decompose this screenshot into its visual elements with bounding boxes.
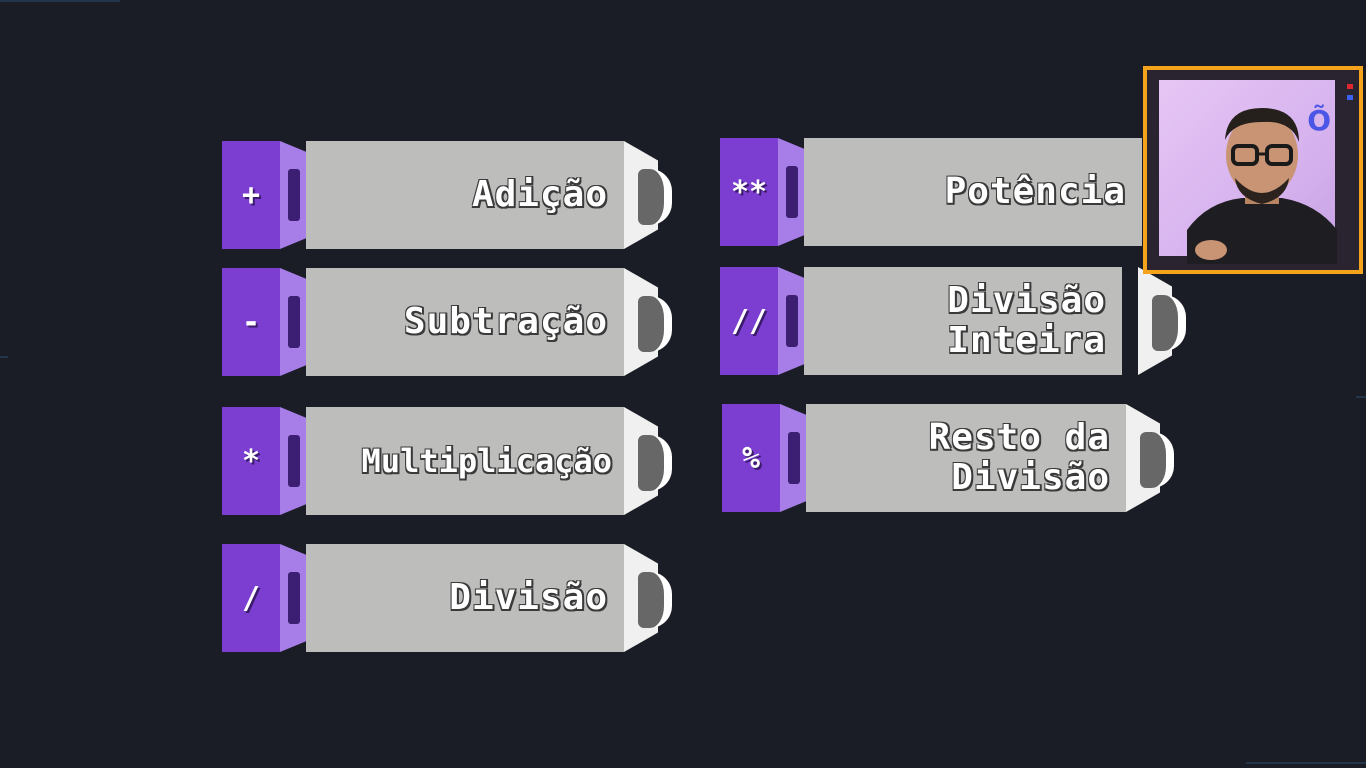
corner-decoration (0, 0, 120, 2)
corner-decoration (1246, 762, 1366, 764)
operator-neck (280, 407, 306, 515)
operator-symbol-box: - (222, 268, 280, 376)
operator-block-modulo: % Resto da Divisão (722, 404, 1180, 512)
operator-plug (1140, 432, 1174, 488)
corner-decoration (1356, 396, 1366, 398)
operator-symbol-box: * (222, 407, 280, 515)
webcam-background-text: Õ (1307, 104, 1331, 137)
operator-body: Multiplicação (306, 407, 624, 515)
operator-label: Adição (471, 174, 608, 215)
operator-plug (638, 572, 672, 628)
operator-symbol: / (241, 580, 261, 616)
corner-decoration (0, 356, 8, 358)
operator-symbol: % (741, 440, 761, 476)
operator-label: Divisão (449, 577, 608, 618)
operator-plug (1152, 295, 1186, 351)
operator-symbol-box: / (222, 544, 280, 652)
operator-neck (778, 267, 804, 375)
operator-label: Subtração (403, 301, 608, 342)
operator-symbol: + (241, 177, 261, 213)
operator-label: Potência (944, 171, 1126, 212)
operator-block-floor-division: // Divisão Inteira (720, 267, 1194, 375)
operator-plug (638, 169, 672, 225)
operator-symbol: - (241, 304, 261, 340)
operator-body: Subtração (306, 268, 624, 376)
operator-plug (638, 296, 672, 352)
operator-neck (280, 544, 306, 652)
operator-block-subtraction: - Subtração (222, 268, 678, 376)
operator-neck (778, 138, 804, 246)
operator-symbol-box: % (722, 404, 780, 512)
color-dots (1347, 84, 1353, 106)
operator-neck (280, 268, 306, 376)
webcam-overlay: Õ (1143, 66, 1363, 274)
presenter-image (1187, 108, 1337, 264)
operator-label: Resto da Divisão (928, 417, 1110, 498)
operator-plug (638, 435, 672, 491)
operator-label: Multiplicação (361, 442, 612, 480)
operator-label: Divisão Inteira (947, 280, 1106, 361)
operator-block-addition: + Adição (222, 141, 678, 249)
operator-neck (280, 141, 306, 249)
operator-body: Divisão Inteira (804, 267, 1122, 375)
operator-symbol-box: + (222, 141, 280, 249)
operator-block-power: ** Potência (720, 138, 1142, 246)
operator-symbol-box: ** (720, 138, 778, 246)
operator-body: Adição (306, 141, 624, 249)
operator-block-division: / Divisão (222, 544, 678, 652)
operator-body: Divisão (306, 544, 624, 652)
operator-symbol-box: // (720, 267, 778, 375)
operator-body: Potência (804, 138, 1142, 246)
operator-symbol: * (241, 443, 261, 479)
operator-symbol: ** (730, 174, 768, 210)
operator-neck (780, 404, 806, 512)
operator-body: Resto da Divisão (806, 404, 1126, 512)
operator-symbol: // (730, 303, 768, 339)
operator-block-multiplication: * Multiplicação (222, 407, 678, 515)
